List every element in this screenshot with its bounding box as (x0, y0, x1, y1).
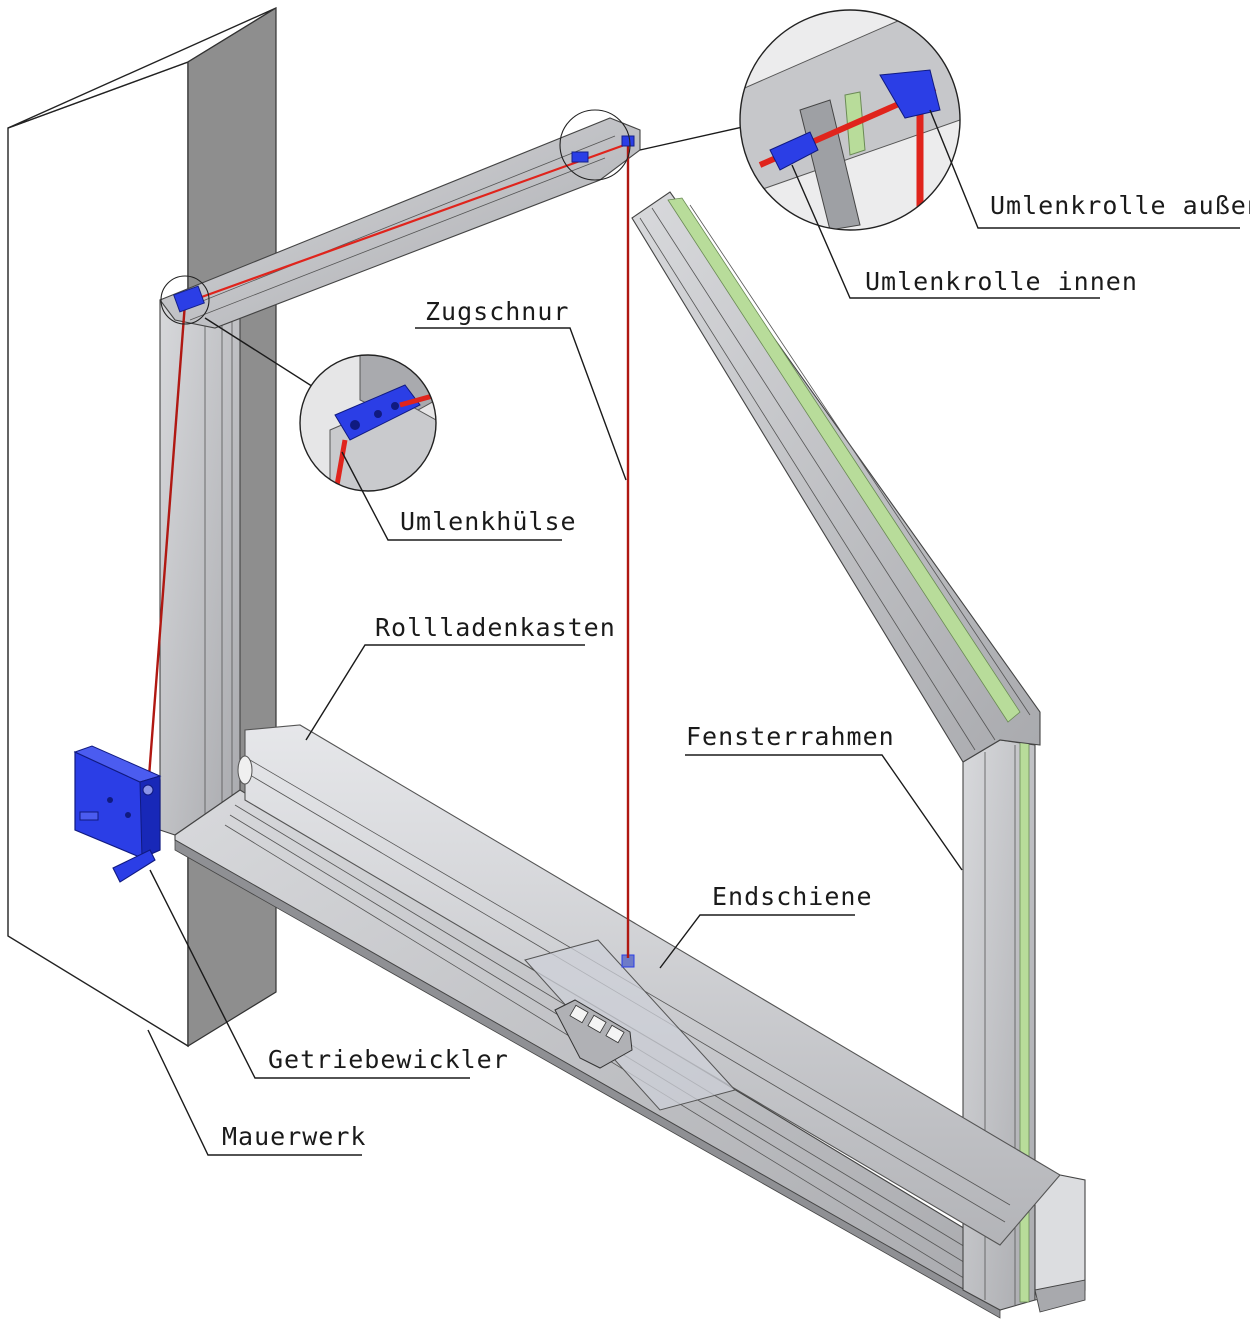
pull-cord (146, 141, 631, 958)
deflection-pulley-outer-small (621, 135, 635, 147)
label-rollladenkasten: Rollladenkasten (375, 613, 616, 642)
box-end-foot (1034, 1279, 1086, 1313)
callout-fensterrahmen: Fensterrahmen (685, 722, 963, 871)
label-getriebewickler: Getriebewickler (268, 1045, 509, 1074)
window-frame (159, 117, 1086, 1319)
callout-umlenkrolle-aussen: Umlenkrolle außen (929, 109, 1250, 229)
frame-top-rail (159, 117, 641, 329)
label-umlenkhuelse: Umlenkhülse (400, 507, 577, 536)
label-umlenkrolle-innen: Umlenkrolle innen (865, 267, 1138, 296)
deflection-sleeve-small (173, 285, 205, 313)
diagonal-glazing-strip (667, 197, 1021, 723)
label-umlenkrolle-aussen: Umlenkrolle außen (990, 191, 1250, 220)
frame-bottom-rail-face (174, 839, 1001, 1319)
label-zugschnur: Zugschnur (425, 297, 569, 326)
callout-mauerwerk: Mauerwerk (147, 1029, 366, 1156)
gear-winder-crank (112, 849, 156, 883)
label-fensterrahmen: Fensterrahmen (686, 722, 895, 751)
frame-left-jamb (159, 279, 241, 836)
detail-circle-pulleys (559, 9, 961, 231)
label-mauerwerk: Mauerwerk (222, 1122, 366, 1151)
pull-cord-left-run (146, 302, 187, 791)
callout-umlenkrolle-innen: Umlenkrolle innen (791, 164, 1138, 299)
end-rail-bracket (554, 999, 633, 1069)
detail-circle-sleeve (160, 275, 437, 492)
box-end-hole (237, 755, 253, 785)
frame-diagonal-member (631, 191, 1041, 763)
deflection-pulley-small (571, 151, 589, 163)
callout-endschiene: Endschiene (659, 882, 873, 969)
callout-umlenkhuelse: Umlenkhülse (341, 451, 577, 541)
roller-shutter-box (237, 724, 1061, 1246)
callout-getriebewickler: Getriebewickler (149, 869, 509, 1079)
pull-cord-top-run (184, 141, 631, 305)
gear-winder (73, 745, 162, 883)
detail-outer-pulley (879, 69, 941, 119)
callout-zugschnur: Zugschnur (415, 297, 627, 481)
detail-inner-pulley (769, 131, 819, 171)
callout-rollladenkasten: Rollladenkasten (305, 613, 616, 741)
label-endschiene: Endschiene (712, 882, 873, 911)
